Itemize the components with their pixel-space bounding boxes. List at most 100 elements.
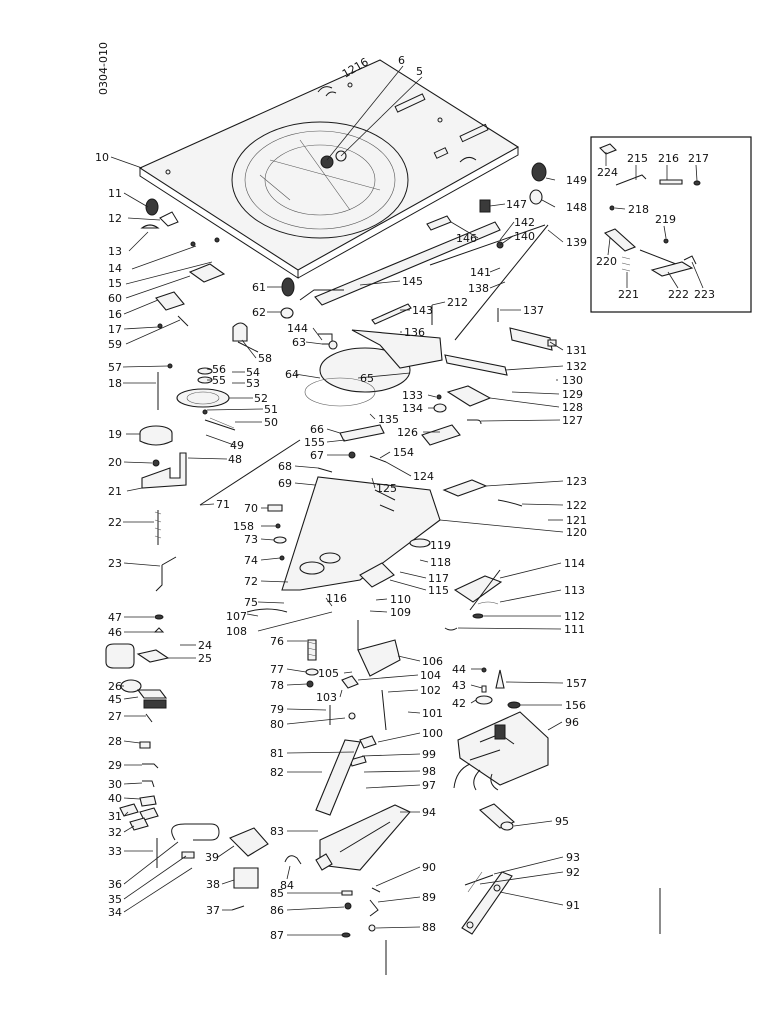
callout-label: 129 bbox=[562, 388, 583, 401]
callout-label: 82 bbox=[270, 766, 284, 779]
callout-label: 107 bbox=[226, 610, 247, 623]
callout-label: 113 bbox=[564, 584, 585, 597]
callout-label: 116 bbox=[326, 592, 347, 605]
callout-label: 122 bbox=[566, 499, 587, 512]
callout-label: 118 bbox=[430, 556, 451, 569]
callout-label: 106 bbox=[422, 655, 443, 668]
callout-label: 100 bbox=[422, 727, 443, 740]
callout-label: 11 bbox=[108, 187, 122, 200]
callout-label: 130 bbox=[562, 374, 583, 387]
callout-label: 51 bbox=[264, 403, 278, 416]
callout-label: 25 bbox=[198, 652, 212, 665]
callout-label: 139 bbox=[566, 236, 587, 249]
callout-label: 61 bbox=[252, 281, 266, 294]
callout-label: 103 bbox=[316, 691, 337, 704]
callout-label: 154 bbox=[393, 446, 414, 459]
callout-label: 29 bbox=[108, 759, 122, 772]
callout-label: 101 bbox=[422, 707, 443, 720]
callout-label: 59 bbox=[108, 338, 122, 351]
callout-label: 134 bbox=[402, 402, 423, 415]
callout-label: 85 bbox=[270, 887, 284, 900]
callout-label: 148 bbox=[566, 201, 587, 214]
callout-label: 114 bbox=[564, 557, 585, 570]
callout-label: 136 bbox=[404, 326, 425, 339]
callout-label: 79 bbox=[270, 703, 284, 716]
callout-label: 95 bbox=[555, 815, 569, 828]
callout-label: 140 bbox=[514, 230, 535, 243]
callout-label: 215 bbox=[627, 152, 648, 165]
callout-label: 39 bbox=[205, 851, 219, 864]
callout-label: 108 bbox=[226, 625, 247, 638]
callout-label: 88 bbox=[422, 921, 436, 934]
callout-label: 109 bbox=[390, 606, 411, 619]
callout-label: 142 bbox=[514, 216, 535, 229]
callout-label: 64 bbox=[285, 368, 299, 381]
callout-label: 77 bbox=[270, 663, 284, 676]
leader-lines bbox=[110, 65, 704, 936]
callout-label: 147 bbox=[506, 198, 527, 211]
callout-label: 224 bbox=[597, 166, 618, 179]
callout-label: 125 bbox=[376, 482, 397, 495]
callout-label: 67 bbox=[310, 449, 324, 462]
callout-label: 218 bbox=[628, 203, 649, 216]
callout-label: 20 bbox=[108, 456, 122, 469]
callout-label: 45 bbox=[108, 693, 122, 706]
callout-label: 111 bbox=[564, 623, 585, 636]
callout-label: 13 bbox=[108, 245, 122, 258]
callout-label: 68 bbox=[278, 460, 292, 473]
callout-label: 89 bbox=[422, 891, 436, 904]
callout-label: 93 bbox=[566, 851, 580, 864]
callout-label: 155 bbox=[304, 436, 325, 449]
callout-label: 22 bbox=[108, 516, 122, 529]
callout-label: 56 bbox=[212, 363, 226, 376]
callout-label: 48 bbox=[228, 453, 242, 466]
callout-label: 146 bbox=[456, 232, 477, 245]
page-code: 0304-010 bbox=[97, 42, 110, 95]
callout-label: 126 bbox=[397, 426, 418, 439]
left-column-parts bbox=[105, 198, 301, 911]
callout-label: 60 bbox=[108, 292, 122, 305]
callout-label: 144 bbox=[287, 322, 308, 335]
callout-label: 156 bbox=[565, 699, 586, 712]
callout-label: 62 bbox=[252, 306, 266, 319]
callout-label: 112 bbox=[564, 610, 585, 623]
callout-label: 26 bbox=[108, 680, 122, 693]
right-column-parts bbox=[433, 162, 661, 935]
accessory-inset bbox=[590, 136, 752, 313]
callout-label: 81 bbox=[270, 747, 284, 760]
callout-label: 57 bbox=[108, 361, 122, 374]
callout-label: 10 bbox=[95, 151, 109, 164]
callout-label: 14 bbox=[108, 262, 122, 275]
callout-label: 21 bbox=[108, 485, 122, 498]
callout-label: 12 bbox=[108, 212, 122, 225]
callout-label: 131 bbox=[566, 344, 587, 357]
callout-label: 70 bbox=[244, 502, 258, 515]
callout-label: 212 bbox=[447, 296, 468, 309]
callout-label: 220 bbox=[596, 255, 617, 268]
callout-label: 50 bbox=[264, 416, 278, 429]
callout-label: 34 bbox=[108, 906, 122, 919]
callout-label: 78 bbox=[270, 679, 284, 692]
callout-label: 83 bbox=[270, 825, 284, 838]
callout-label: 19 bbox=[108, 428, 122, 441]
callout-label: 90 bbox=[422, 861, 436, 874]
callout-label: 158 bbox=[233, 520, 254, 533]
callout-label: 28 bbox=[108, 735, 122, 748]
callout-label: 87 bbox=[270, 929, 284, 942]
callout-label: 18 bbox=[108, 377, 122, 390]
callout-label: 123 bbox=[566, 475, 587, 488]
callout-label: 46 bbox=[108, 626, 122, 639]
callout-label: 92 bbox=[566, 866, 580, 879]
callout-label: 135 bbox=[378, 413, 399, 426]
callout-label: 74 bbox=[244, 554, 258, 567]
callout-label: 37 bbox=[206, 904, 220, 917]
callout-label: 132 bbox=[566, 360, 587, 373]
callout-label: 216 bbox=[658, 152, 679, 165]
callout-label: 65 bbox=[360, 372, 374, 385]
callout-label: 217 bbox=[688, 152, 709, 165]
callout-label: 38 bbox=[206, 878, 220, 891]
callout-label: 98 bbox=[422, 765, 436, 778]
callout-label: 94 bbox=[422, 806, 436, 819]
callout-label: 99 bbox=[422, 748, 436, 761]
